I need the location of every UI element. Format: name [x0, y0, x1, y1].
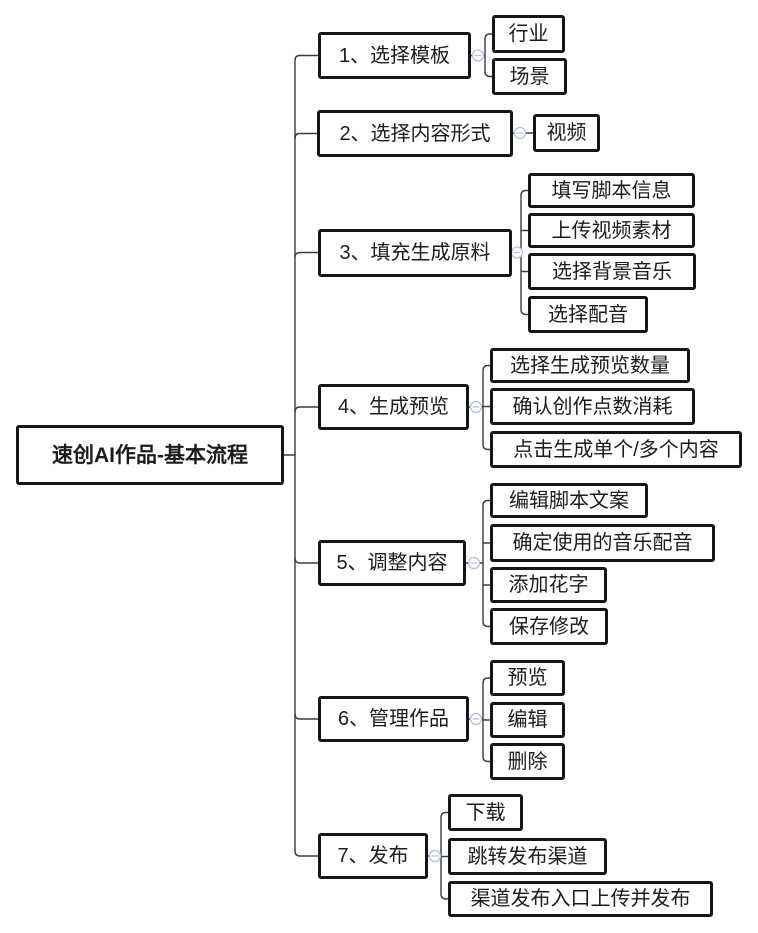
branch-fill-generation-materials[interactable]: 3、填充生成原料	[318, 229, 512, 277]
child-node[interactable]: 删除	[490, 743, 565, 780]
collapse-toggle[interactable]	[467, 556, 481, 570]
child-node[interactable]: 选择配音	[528, 296, 648, 333]
child-node[interactable]: 跳转发布渠道	[448, 838, 607, 875]
branch-select-template[interactable]: 1、选择模板	[318, 32, 471, 79]
branch-adjust-content[interactable]: 5、调整内容	[318, 540, 466, 586]
collapse-toggle[interactable]	[469, 400, 483, 414]
child-node[interactable]: 点击生成单个/多个内容	[490, 431, 742, 468]
connector-branch-stub	[294, 557, 319, 564]
connector-child-bracket	[482, 499, 491, 628]
collapse-toggle[interactable]	[469, 712, 483, 726]
child-node[interactable]: 渠道发布入口上传并发布	[448, 881, 713, 917]
child-node[interactable]: 场景	[492, 58, 567, 95]
branch-publish[interactable]: 7、发布	[318, 833, 428, 879]
child-node[interactable]: 保存修改	[490, 608, 608, 645]
root-node[interactable]: 速创AI作品-基本流程	[16, 425, 284, 485]
child-node[interactable]: 预览	[490, 660, 565, 696]
child-node[interactable]: 视频	[533, 114, 600, 152]
child-node[interactable]: 确定使用的音乐配音	[490, 524, 715, 562]
collapse-toggle[interactable]	[513, 126, 527, 140]
child-node[interactable]: 行业	[492, 15, 565, 53]
connector-branch-stub	[294, 713, 319, 720]
child-node[interactable]: 编辑脚本文案	[490, 483, 648, 518]
branch-manage-works[interactable]: 6、管理作品	[318, 696, 469, 742]
connector-branch-stub	[294, 132, 318, 140]
collapse-toggle[interactable]	[510, 246, 524, 259]
connector-child-bracket	[484, 33, 493, 78]
child-node[interactable]: 选择生成预览数量	[490, 348, 690, 383]
child-node[interactable]: 添加花字	[490, 567, 607, 603]
child-node[interactable]: 确认创作点数消耗	[490, 388, 695, 425]
connector-branch-stub	[294, 251, 319, 259]
branch-generate-preview[interactable]: 4、生成预览	[318, 384, 469, 430]
child-node[interactable]: 编辑	[490, 702, 565, 738]
connector-child-bracket	[440, 811, 449, 900]
branch-select-content-format[interactable]: 2、选择内容形式	[317, 110, 513, 157]
connector-branch-stub	[294, 850, 319, 857]
connector-branch-stub	[294, 406, 319, 413]
child-node[interactable]: 上传视频素材	[528, 213, 695, 248]
connector-child-bracket	[482, 364, 491, 451]
connector-branch-stub	[294, 54, 319, 62]
child-node[interactable]: 选择背景音乐	[528, 253, 696, 290]
collapse-toggle[interactable]	[471, 49, 485, 62]
child-node[interactable]: 填写脚本信息	[528, 173, 695, 208]
collapse-toggle[interactable]	[428, 849, 442, 863]
child-node[interactable]: 下载	[448, 794, 523, 831]
